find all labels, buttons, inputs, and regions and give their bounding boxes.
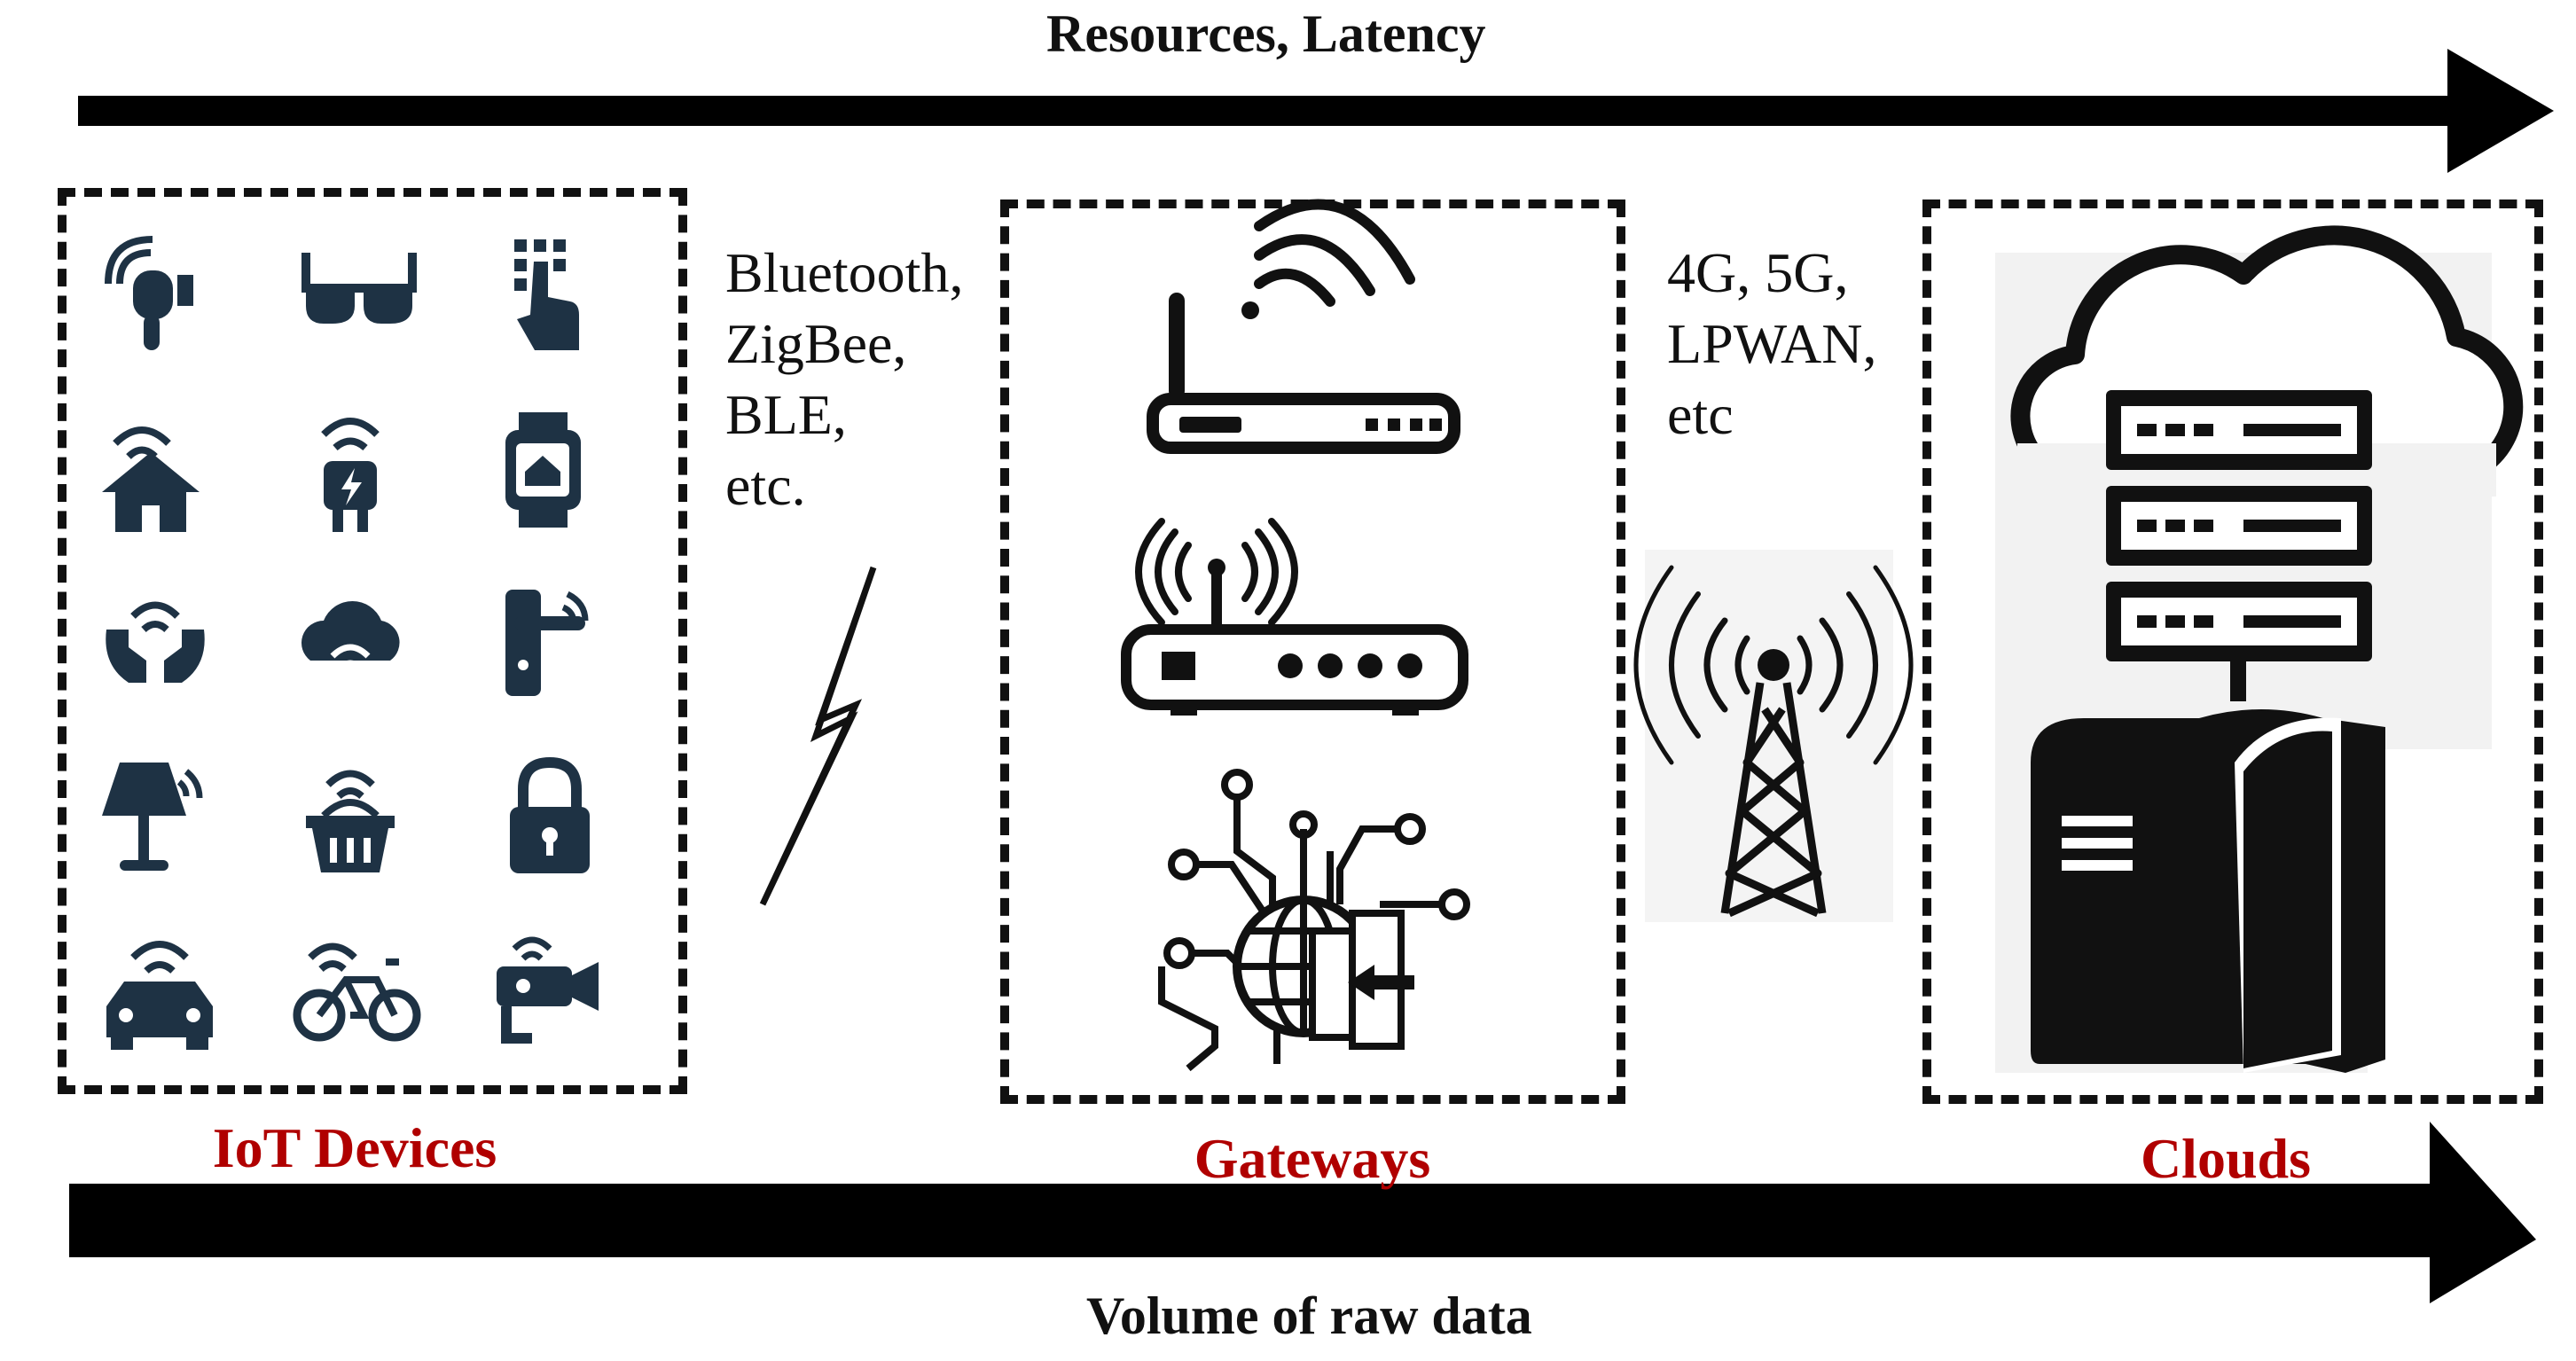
clouds-box (1922, 199, 2543, 1104)
connected-car-icon (106, 941, 213, 1050)
security-camera-icon (497, 936, 599, 1044)
smart-lamp-icon (102, 763, 203, 871)
cloud-wifi-icon (301, 600, 400, 670)
bottom-arrow-label: Volume of raw data (1086, 1287, 1532, 1345)
smart-plug-icon (321, 418, 380, 532)
keypad-touch-icon (514, 239, 579, 350)
smart-glasses-icon (301, 253, 417, 324)
padlock-icon (510, 756, 590, 873)
smart-lock-handle-icon (505, 590, 589, 696)
connected-bike-icon (293, 943, 421, 1042)
top-arrow-label: Resources, Latency (1046, 4, 1486, 63)
tier-label-gateways: Gateways (1194, 1127, 1431, 1190)
smart-basket-icon (306, 770, 395, 872)
long-range-protocols: 4G, 5G, LPWAN, etc (1667, 241, 1877, 446)
tier-label-iot-devices: IoT Devices (212, 1116, 497, 1179)
hands-wifi-icon (106, 601, 205, 683)
iot-devices-box (58, 188, 687, 1094)
smart-watch-icon (505, 412, 581, 528)
gateways-box (1000, 199, 1625, 1104)
wearable-sensor-icon (105, 236, 193, 350)
tier-label-clouds: Clouds (2140, 1127, 2312, 1190)
short-range-protocols: Bluetooth, ZigBee, BLE, etc. (725, 241, 964, 517)
smart-home-icon (102, 426, 200, 532)
iot-icon-grid (84, 217, 661, 1077)
